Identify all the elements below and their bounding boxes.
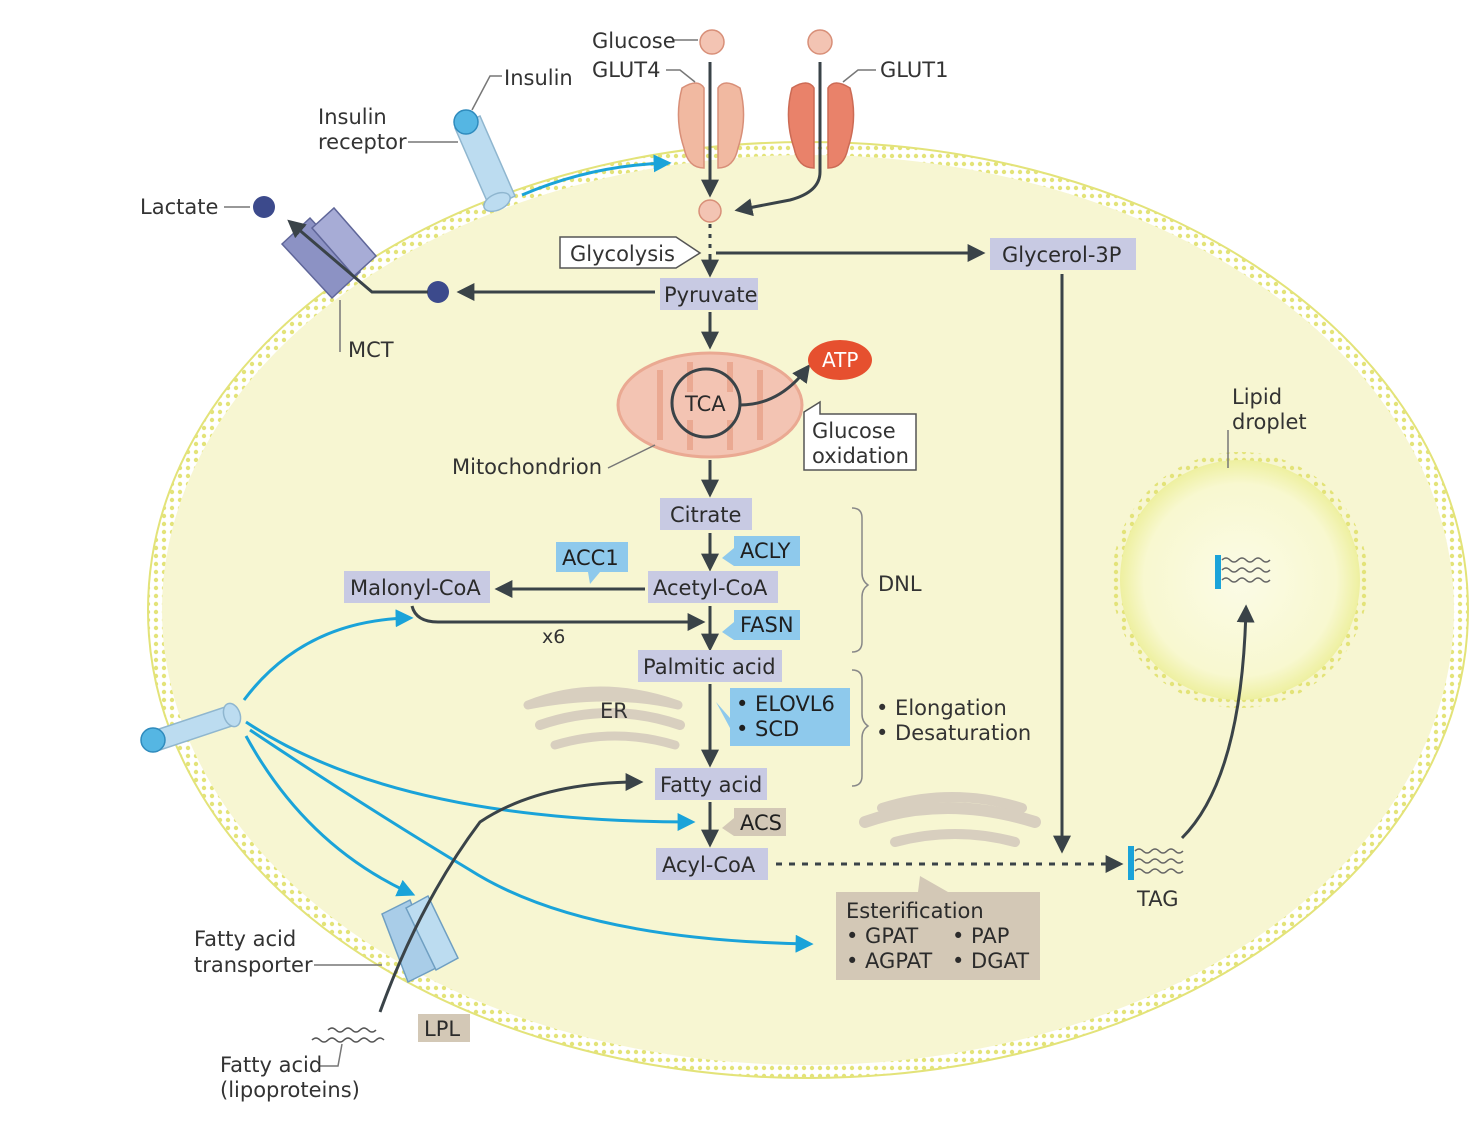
lactate-molecule bbox=[253, 196, 275, 218]
acly-enzyme: ACLY bbox=[722, 536, 800, 566]
insulin-receptor-label: Insulin bbox=[318, 105, 387, 129]
pap-label: • PAP bbox=[952, 924, 1009, 948]
fatty-acid-transporter-label: Fatty acid bbox=[194, 927, 296, 951]
insulin-receptor-label-2: receptor bbox=[318, 130, 407, 154]
acyl-coa-box bbox=[656, 848, 768, 880]
svg-text:ACLY: ACLY bbox=[740, 539, 791, 563]
pyruvate-label: Pyruvate bbox=[664, 283, 758, 307]
er-organelle-2 bbox=[859, 792, 1041, 847]
cytoplasm bbox=[162, 155, 1454, 1065]
elovl6-scd-enzyme: • ELOVL6 • SCD bbox=[716, 688, 850, 746]
mitochondrion: TCA Mitochondrion bbox=[452, 351, 811, 479]
acs-enzyme: ACS bbox=[722, 808, 786, 836]
acetyl-coa-label: Acetyl-CoA bbox=[653, 576, 768, 600]
lipid-droplet-label-2: droplet bbox=[1232, 410, 1307, 434]
acetyl-coa-box bbox=[648, 571, 778, 603]
lpl-label: LPL bbox=[424, 1017, 460, 1041]
fatty-acid-chain-icon bbox=[311, 1027, 385, 1043]
fatty-acid-lipoproteins-label-2: (lipoproteins) bbox=[220, 1078, 360, 1102]
lactate-intracellular bbox=[427, 281, 449, 303]
fasn-enzyme: FASN bbox=[722, 610, 800, 640]
lipid-droplet: Lipid droplet bbox=[1112, 385, 1368, 708]
insulin-molecule-2 bbox=[140, 727, 166, 753]
atp: ATP bbox=[808, 340, 872, 380]
citrate-box bbox=[660, 498, 752, 530]
fatty-acid-box bbox=[655, 768, 767, 800]
dnl-bracket bbox=[851, 507, 870, 653]
svg-text:ACC1: ACC1 bbox=[562, 546, 619, 570]
palmitic-acid-box bbox=[638, 650, 782, 682]
er-label: ER bbox=[600, 699, 628, 723]
tca-label: TCA bbox=[684, 392, 726, 416]
tag-label: TAG bbox=[1136, 887, 1178, 911]
dnl-label: DNL bbox=[878, 572, 922, 596]
glucose-label: Glucose bbox=[592, 29, 676, 53]
lactate-label: Lactate bbox=[140, 195, 218, 219]
cell bbox=[147, 141, 1469, 1079]
malonyl-coa-label: Malonyl-CoA bbox=[350, 576, 481, 600]
atp-label: ATP bbox=[822, 348, 858, 372]
esterification-box: Esterification • GPAT • PAP • AGPAT • DG… bbox=[836, 876, 1040, 980]
glucose-intracellular bbox=[698, 199, 722, 223]
glucose-molecule bbox=[699, 29, 725, 55]
acyl-coa-label: Acyl-CoA bbox=[662, 853, 756, 877]
mitochondrion-label: Mitochondrion bbox=[452, 455, 602, 479]
insulin-label: Insulin bbox=[504, 66, 573, 90]
svg-text:Glucose: Glucose bbox=[812, 419, 896, 443]
esterification-title: Esterification bbox=[846, 899, 984, 923]
glycerol-3p-label: Glycerol-3P bbox=[1002, 243, 1121, 267]
glycerol-3p-box bbox=[990, 238, 1136, 270]
svg-text:ACS: ACS bbox=[740, 811, 782, 835]
tag-icon bbox=[1128, 846, 1184, 880]
glycolysis-callout: Glycolysis bbox=[559, 236, 702, 269]
elovl6-label: • ELOVL6 bbox=[736, 692, 835, 716]
x6-label: x6 bbox=[542, 626, 565, 648]
scd-label: • SCD bbox=[736, 717, 799, 741]
insulin-receptor bbox=[453, 109, 516, 213]
elongation-bracket bbox=[851, 669, 870, 787]
tca-cycle-icon bbox=[670, 367, 742, 439]
fatty-acid-transporter-label-2: transporter bbox=[194, 953, 313, 977]
mct-label: MCT bbox=[348, 338, 394, 362]
er-organelle: ER bbox=[523, 686, 685, 750]
lipid-droplet-label: Lipid bbox=[1232, 385, 1282, 409]
glut4-label: GLUT4 bbox=[592, 58, 661, 82]
lpl-box bbox=[418, 1014, 470, 1042]
glucose-molecule-2 bbox=[807, 29, 833, 55]
fatty-acid-label: Fatty acid bbox=[660, 773, 762, 797]
insulin-receptor-2 bbox=[140, 702, 242, 753]
gpat-label: • GPAT bbox=[846, 924, 918, 948]
insulin-molecule bbox=[453, 109, 479, 135]
acc1-enzyme: ACC1 bbox=[556, 542, 628, 584]
agpat-label: • AGPAT bbox=[846, 949, 932, 973]
glut1-transporter bbox=[787, 82, 855, 169]
dgat-label: • DGAT bbox=[952, 949, 1029, 973]
elongation-label: • Elongation bbox=[876, 696, 1007, 720]
svg-text:oxidation: oxidation bbox=[812, 444, 909, 468]
glut4-transporter bbox=[677, 82, 745, 169]
fatty-acid-lipoproteins-label: Fatty acid bbox=[220, 1053, 322, 1077]
desaturation-label: • Desaturation bbox=[876, 721, 1031, 745]
svg-text:FASN: FASN bbox=[740, 613, 794, 637]
glut1-label: GLUT1 bbox=[880, 58, 949, 82]
citrate-label: Citrate bbox=[670, 503, 741, 527]
palmitic-acid-label: Palmitic acid bbox=[643, 655, 776, 679]
droplet-tag-icon bbox=[1215, 555, 1271, 589]
pyruvate-box bbox=[660, 278, 758, 310]
svg-text:Glycolysis: Glycolysis bbox=[570, 242, 675, 266]
malonyl-coa-box bbox=[344, 571, 490, 603]
glucose-oxidation-callout: Glucose oxidation bbox=[803, 400, 917, 471]
